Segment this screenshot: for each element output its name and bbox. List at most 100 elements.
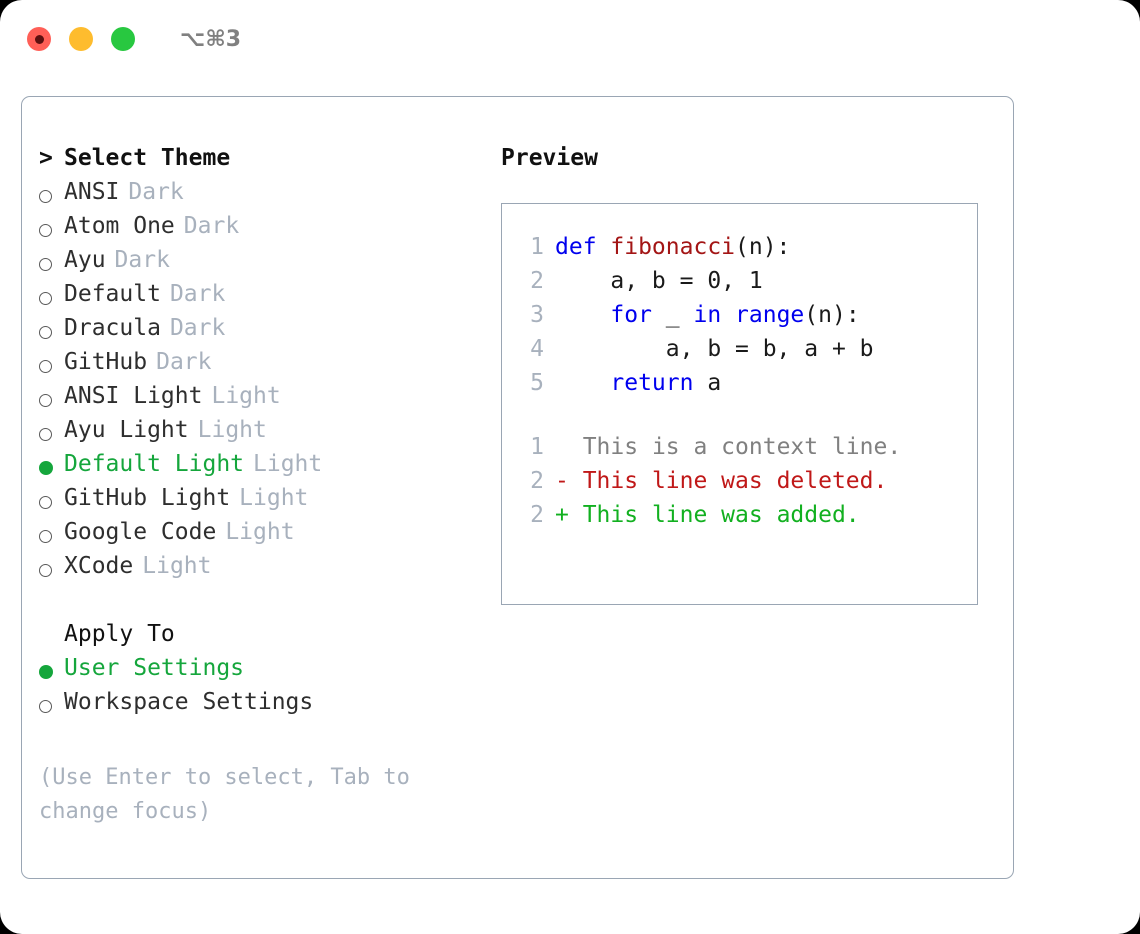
apply-to-option-user-settings[interactable]: User Settings [39,655,479,689]
radio-unselected-icon[interactable] [39,689,64,723]
diff-line-added: 2 + This line was added. [516,502,901,536]
theme-name: ANSI Light [64,383,203,409]
radio-unselected-icon[interactable] [39,519,64,553]
code-blank-line [516,404,901,434]
maximize-button[interactable] [111,27,135,51]
code-token [721,302,735,328]
traffic-lights [27,27,135,51]
code-line: 4 a, b = b, a + b [516,336,901,370]
radio-unselected-icon[interactable] [39,247,64,281]
radio-selected-icon[interactable] [39,655,64,689]
radio-unselected-icon[interactable] [39,281,64,315]
theme-kind: Light [197,417,267,443]
theme-kind: Dark [169,315,226,341]
select-theme-label: Select Theme [64,145,231,171]
code-line: 2 a, b = 0, 1 [516,268,901,302]
code-token [555,370,610,396]
list-spacer [39,587,479,621]
theme-option-default-dark[interactable]: Default Dark [39,281,479,315]
diff-marker: - [555,468,569,494]
code-token: def [555,234,611,260]
theme-option-ayu-dark[interactable]: Ayu Dark [39,247,479,281]
radio-unselected-icon[interactable] [39,485,64,519]
theme-option-ayu-light[interactable]: Ayu Light Light [39,417,479,451]
line-number: 5 [530,370,544,396]
radio-unselected-icon[interactable] [39,213,64,247]
theme-option-github-dark[interactable]: GitHub Dark [39,349,479,383]
line-number: 2 [530,268,544,294]
caret-icon: > [39,145,53,171]
theme-option-atom-one-dark[interactable]: Atom One Dark [39,213,479,247]
theme-kind: Light [239,485,309,511]
code-token [555,302,610,328]
code-token: in [693,302,722,328]
keyboard-hint: (Use Enter to select, Tab to change focu… [39,765,424,824]
code-token: (n): [804,302,860,328]
line-number: 4 [530,336,544,362]
theme-kind: Dark [114,247,170,273]
apply-to-option-label: User Settings [64,655,245,681]
theme-name: Default [64,281,161,307]
theme-name: GitHub [64,349,148,375]
code-token: (n): [735,234,791,260]
radio-unselected-icon[interactable] [39,417,64,451]
line-number: 3 [530,302,544,328]
theme-name: ANSI [64,179,120,205]
preview-section: Preview [501,145,598,179]
code-token: a, b = b, a + b [555,336,874,362]
radio-unselected-icon[interactable] [39,179,64,213]
theme-kind: Light [142,553,212,579]
radio-unselected-icon[interactable] [39,349,64,383]
theme-option-xcode-light[interactable]: XCode Light [39,553,479,587]
preview-title: Preview [501,145,598,171]
diff-line-deleted: 2 - This line was deleted. [516,468,901,502]
line-number: 2 [530,468,544,494]
diff-marker: + [555,502,569,528]
apply-to-option-workspace-settings[interactable]: Workspace Settings [39,689,479,723]
diff-line-context: 1 This is a context line. [516,434,901,468]
theme-name: Ayu [64,247,106,273]
apply-to-label: Apply To [64,621,175,647]
select-theme-header: > Select Theme [39,145,479,179]
close-button[interactable] [27,27,51,51]
theme-name: Ayu Light [64,417,189,443]
code-token: a [693,370,722,396]
code-line: 5 return a [516,370,901,404]
theme-kind: Light [225,519,295,545]
code-preview: 1 def fibonacci (n): 2 a, b = 0, 1 3 for [516,234,901,536]
diff-text: This line was deleted. [568,468,888,494]
radio-unselected-icon[interactable] [39,383,64,417]
line-number: 1 [530,234,544,260]
title-bar: ⌥⌘3 [0,0,1140,78]
apply-to-option-label: Workspace Settings [64,689,314,715]
minimize-button[interactable] [69,27,93,51]
theme-option-ansi-light[interactable]: ANSI Light Light [39,383,479,417]
diff-text: This is a context line. [568,434,902,460]
apply-to-indent [39,621,64,655]
code-line: 3 for _ in range (n): [516,302,901,336]
diff-marker [555,434,569,460]
code-line: 1 def fibonacci (n): [516,234,901,268]
code-token: a, b = 0, 1 [555,268,763,294]
theme-name: XCode [64,553,134,579]
theme-option-ansi-dark[interactable]: ANSI Dark [39,179,479,213]
radio-unselected-icon[interactable] [39,553,64,587]
line-number: 1 [530,434,544,460]
radio-selected-icon[interactable] [39,451,64,485]
recording-indicator-icon [34,34,44,44]
radio-unselected-icon[interactable] [39,315,64,349]
code-token: range [735,302,805,328]
theme-kind: Dark [128,179,184,205]
code-token: return [610,370,694,396]
code-token: _ [651,302,694,328]
main-panel: > Select Theme ANSI Dark Atom One Dark A… [21,96,1014,879]
theme-kind: Dark [156,349,212,375]
theme-option-google-code-light[interactable]: Google Code Light [39,519,479,553]
theme-option-dracula-dark[interactable]: Dracula Dark [39,315,479,349]
theme-kind: Dark [169,281,226,307]
theme-option-default-light[interactable]: Default Light Light [39,451,479,485]
theme-option-github-light[interactable]: GitHub Light Light [39,485,479,519]
code-token: fibonacci [610,234,736,260]
theme-kind: Dark [183,213,240,239]
